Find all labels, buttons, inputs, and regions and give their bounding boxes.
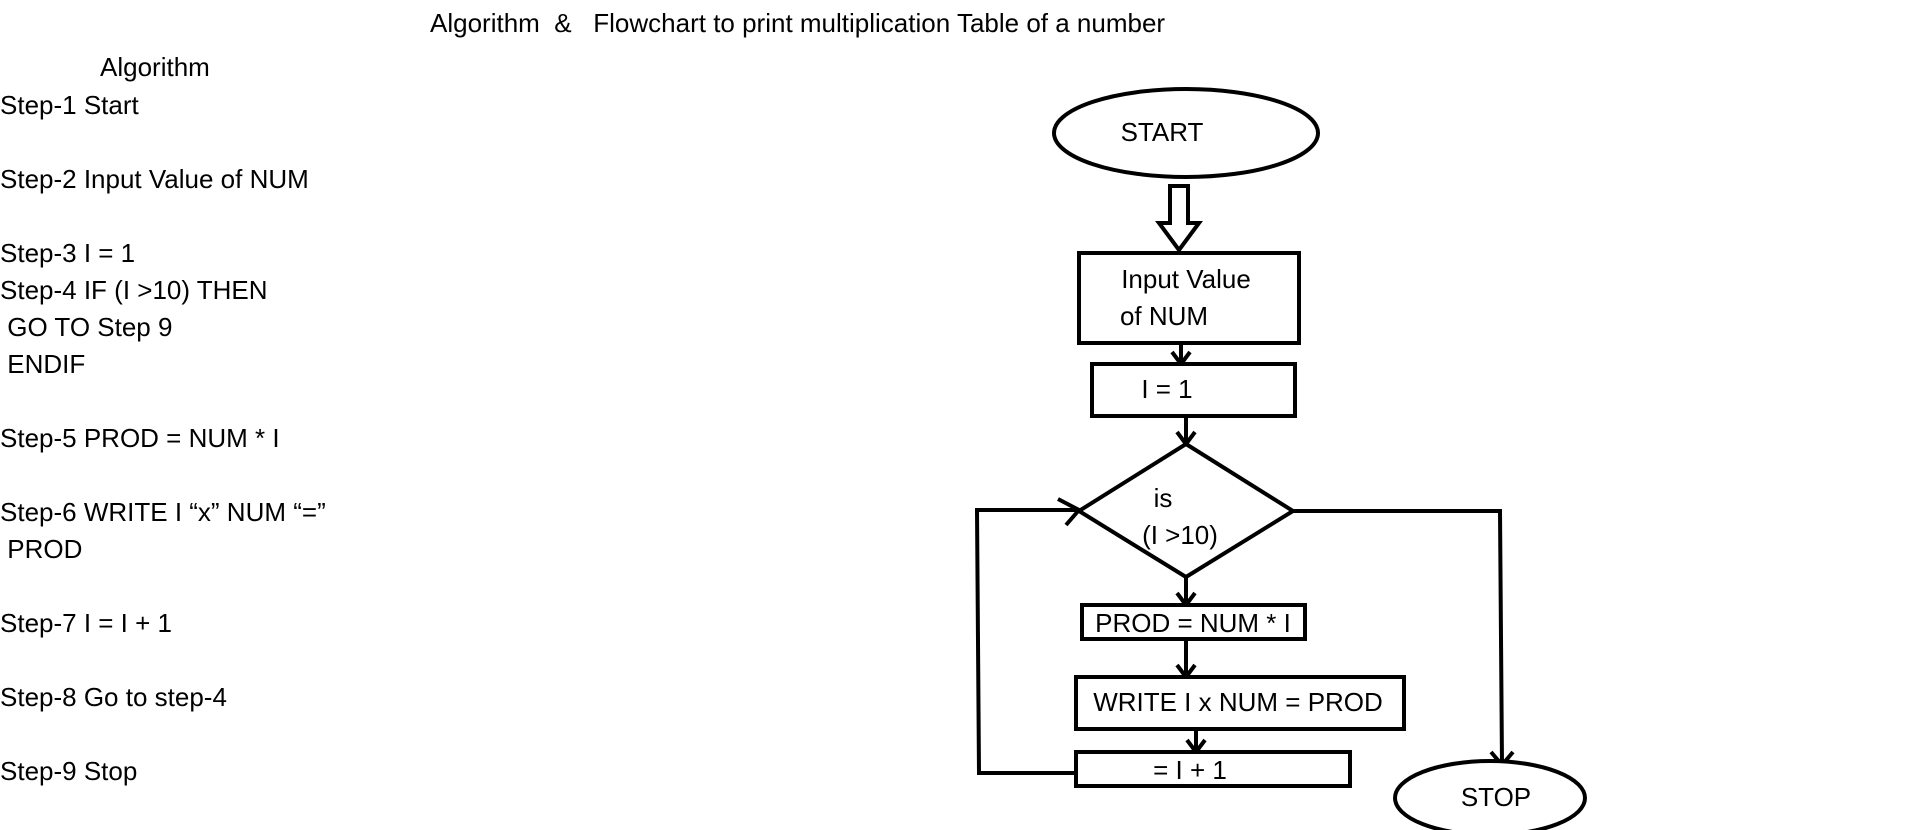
start-label: START (1121, 117, 1204, 147)
stop-label: STOP (1461, 782, 1531, 812)
arrow-prod-to-write (1175, 639, 1197, 681)
init-label: I = 1 (1141, 374, 1192, 404)
input-box (1077, 251, 1301, 345)
write-label: WRITE I x NUM = PROD (1093, 687, 1383, 717)
algorithm-step-2: Step-2 Input Value of NUM (0, 164, 309, 194)
start-down-arrow (1155, 184, 1203, 254)
increment-box (1074, 750, 1352, 788)
algorithm-step-6-cont: PROD (0, 534, 83, 564)
input-label-line1: Input Value (1121, 264, 1251, 294)
arrow-decision-to-prod (1175, 577, 1197, 609)
stop-terminal (1393, 759, 1587, 830)
start-terminal (1052, 87, 1320, 179)
prod-box (1080, 603, 1307, 641)
decision-label-line2: (I >10) (1142, 520, 1218, 550)
algorithm-step-1: Step-1 Start (0, 90, 139, 120)
algorithm-step-8: Step-8 Go to step-4 (0, 682, 227, 712)
algorithm-step-4-goto: GO TO Step 9 (0, 312, 173, 342)
algorithm-step-7: Step-7 I = I + 1 (0, 608, 172, 638)
algorithm-step-4: Step-4 IF (I >10) THEN (0, 275, 268, 305)
arrow-init-to-decision (1175, 416, 1197, 448)
algorithm-step-9: Step-9 Stop (0, 756, 138, 786)
arrow-input-to-init (1170, 343, 1192, 368)
input-label-line2: of NUM (1120, 301, 1208, 331)
algorithm-step-3: Step-3 I = 1 (0, 238, 136, 268)
decision-label-line1: is (1154, 483, 1173, 513)
write-box (1074, 675, 1406, 731)
algorithm-heading: Algorithm (100, 52, 210, 82)
algorithm-step-5: Step-5 PROD = NUM * I (0, 423, 280, 453)
arrow-write-to-increment (1185, 729, 1207, 756)
increment-label: = I + 1 (1153, 755, 1227, 785)
loop-back-line (974, 497, 1083, 775)
algorithm-step-4-endif: ENDIF (0, 349, 86, 379)
algorithm-step-6: Step-6 WRITE I “x” NUM “=” (0, 497, 326, 527)
init-box (1090, 362, 1297, 418)
decision-diamond (1075, 441, 1297, 580)
prod-label: PROD = NUM * I (1095, 608, 1291, 638)
page-title: Algorithm & Flowchart to print multiplic… (430, 8, 1166, 38)
